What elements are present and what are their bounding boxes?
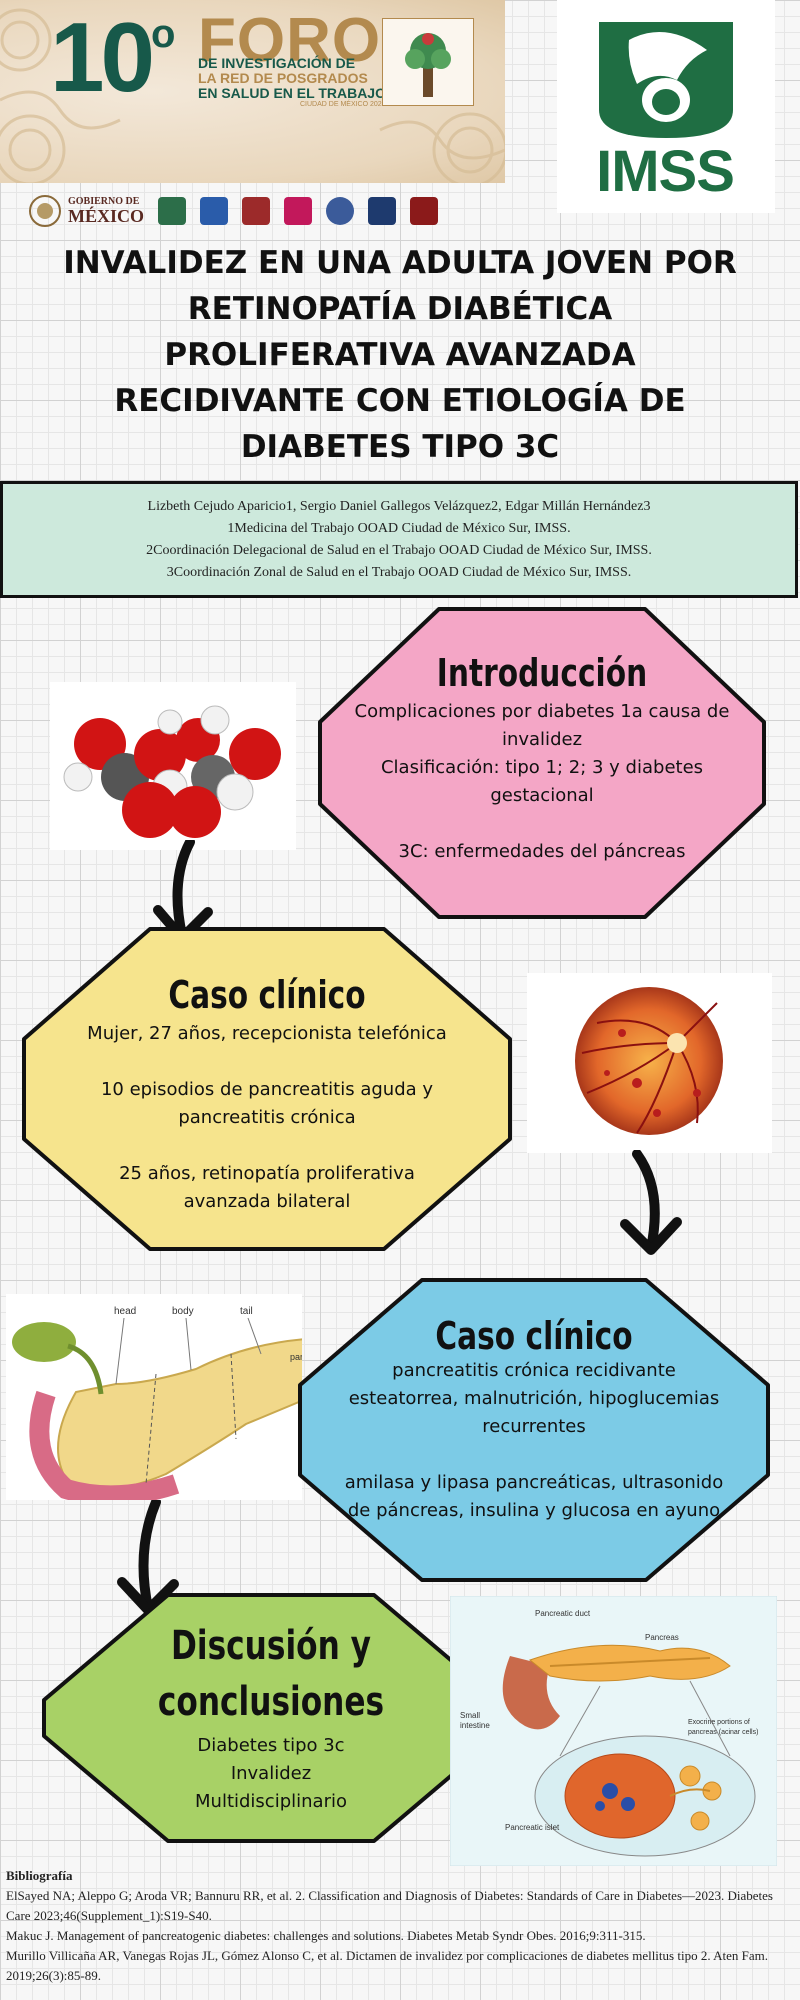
partner-logo-6: [410, 197, 438, 225]
banner-pattern: [0, 8, 505, 183]
case2-spacer: [294, 1441, 774, 1469]
discussion-title-line-2: conclusiones: [157, 1679, 385, 1725]
bibliography-title: Bibliografía: [6, 1868, 73, 1883]
partner-logo-4: [326, 197, 354, 225]
title-line-2: RETINOPATÍA DIABÉTICA: [187, 291, 613, 327]
discussion-panel: Discusión y conclusiones Diabetes tipo 3…: [38, 1590, 504, 1846]
forum-subtitle-3: EN SALUD EN EL TRABAJO: [198, 85, 386, 101]
forum-city: CIUDAD DE MÉXICO 2023: [300, 101, 386, 108]
sponsor-logo-strip: GOBIERNO DE MÉXICO: [28, 190, 503, 232]
forum-number: 10o: [50, 2, 176, 112]
glucose-molecule-image: [50, 682, 296, 850]
affiliation-3: 3Coordinación Zonal de Salud en el Traba…: [166, 565, 632, 580]
discussion-line-1: Diabetes tipo 3c: [197, 1735, 345, 1756]
pancreas-histology-diagram: Pancreatic duct Pancreas Exocrine portio…: [450, 1596, 777, 1866]
discussion-line-3: Multidisciplinario: [195, 1791, 347, 1812]
case1-line-4: pancreatitis crónica: [178, 1107, 356, 1128]
case2-line-3: recurrentes: [482, 1416, 586, 1437]
case1-line-7: avanzada bilateral: [183, 1191, 351, 1212]
title-line-1: INVALIDEZ EN UNA ADULTA JOVEN POR: [63, 245, 737, 281]
bibliography-entry-1: ElSayed NA; Aleppo G; Aroda VR; Bannuru …: [6, 1888, 773, 1923]
partner-logo-3: [284, 197, 312, 225]
authors-box: Lizbeth Cejudo Aparicio1, Sergio Daniel …: [0, 481, 798, 598]
case1-line-1: Mujer, 27 años, recepcionista telefónica: [87, 1023, 447, 1044]
diagram-label-small-2: intestine: [460, 1721, 490, 1730]
case1-line-3: 10 episodios de pancreatitis aguda y: [100, 1079, 434, 1100]
clinical-case-title-1: Caso clínico: [168, 973, 366, 1017]
forum-seal-logo: [382, 18, 474, 106]
bibliography-entry-2: Makuc J. Management of pancreatogenic di…: [6, 1928, 646, 1943]
affiliation-2: 2Coordinación Delegacional de Salud en e…: [146, 543, 652, 558]
intro-spacer: [314, 810, 770, 838]
imss-logo: [557, 0, 775, 213]
discussion-hexagon: [42, 1593, 500, 1843]
case2-line-1: pancreatitis crónica recidivante: [392, 1360, 676, 1381]
introduction-title: Introducción: [436, 651, 648, 695]
imss-eagle-icon: [599, 22, 733, 138]
tree-icon: [405, 33, 451, 97]
forum-word: FORO: [198, 6, 382, 75]
pancreas-label-par: par: [290, 1352, 302, 1362]
case1-line-6: 25 años, retinopatía proliferativa: [119, 1163, 415, 1184]
imss-small-logo: [158, 197, 186, 225]
diagram-label-exocrine-2: pancreas (acinar cells): [688, 1729, 758, 1736]
clinical-case-hexagon-2: [298, 1278, 770, 1582]
intro-line-1: Complicaciones por diabetes 1a causa de: [354, 701, 730, 722]
introduction-panel: Introducción Complicaciones por diabetes…: [314, 604, 770, 922]
intro-line-6: 3C: enfermedades del páncreas: [398, 841, 686, 862]
clinical-case-panel-1: Caso clínico Mujer, 27 años, recepcionis…: [18, 924, 516, 1254]
partner-logo-5: [368, 197, 396, 225]
pancreas-label-body: body: [172, 1306, 194, 1317]
title-line-3: PROLIFERATIVA AVANZADA: [164, 337, 636, 373]
bibliography-entry-3: Murillo Villicaña AR, Vanegas Rojas JL, …: [6, 1948, 768, 1983]
author-names: Lizbeth Cejudo Aparicio1, Sergio Daniel …: [147, 499, 651, 514]
poster-title: INVALIDEZ EN UNA ADULTA JOVEN POR RETINO…: [40, 240, 760, 470]
clinical-case-panel-2: Caso clínico pancreatitis crónica recidi…: [294, 1275, 774, 1585]
clinical-case-hexagon-1: [22, 927, 512, 1251]
flow-arrow-down-2: [620, 1150, 682, 1255]
case2-line-5: amilasa y lipasa pancreáticas, ultrasoni…: [344, 1472, 724, 1493]
intro-line-4: gestacional: [490, 785, 594, 806]
diagram-label-pancreas: Pancreas: [645, 1633, 679, 1642]
clinical-case-title-2: Caso clínico: [435, 1314, 633, 1358]
intro-line-2: invalidez: [501, 729, 583, 750]
diagram-label-small-1: Small: [460, 1711, 480, 1720]
forum-banner: 10o FORO DE INVESTIGACIÓN DE LA RED DE P…: [0, 0, 505, 183]
discussion-line-2: Invalidez: [230, 1763, 312, 1784]
diagram-label-islet: Pancreatic islet: [505, 1823, 560, 1832]
gobierno-mexico-logo: GOBIERNO DE MÉXICO: [28, 194, 144, 228]
government-seal-icon: [29, 195, 61, 227]
case1-spacer-1: [18, 1048, 516, 1076]
pancreas-label-head: head: [114, 1306, 136, 1317]
introduction-hexagon: [318, 607, 766, 919]
forum-subtitle-1: DE INVESTIGACIÓN DE: [198, 55, 356, 71]
pancreas-label-tail: tail: [240, 1306, 253, 1317]
case2-line-2: esteatorrea, malnutrición, hipoglucemias: [348, 1388, 720, 1409]
partner-logo-2: [242, 197, 270, 225]
case1-spacer-2: [18, 1132, 516, 1160]
retina-fundus-image: [527, 973, 772, 1153]
pancreas-anatomy-image: head body tail par: [6, 1294, 302, 1500]
imss-wordmark: IMSS: [596, 139, 735, 204]
title-line-4: RECIDIVANTE CON ETIOLOGÍA DE: [114, 383, 686, 419]
affiliation-1: 1Medicina del Trabajo OOAD Ciudad de Méx…: [227, 521, 571, 536]
title-line-5: DIABETES TIPO 3C: [240, 429, 560, 465]
discussion-title-line-1: Discusión y: [171, 1623, 371, 1669]
intro-line-3: Clasificación: tipo 1; 2; 3 y diabetes: [380, 757, 704, 778]
diagram-label-duct: Pancreatic duct: [535, 1609, 591, 1618]
bibliography: Bibliografía ElSayed NA; Aleppo G; Aroda…: [6, 1866, 796, 1986]
diagram-label-exocrine-1: Exocrine portions of: [688, 1719, 750, 1726]
case2-line-6: de páncreas, insulina y glucosa en ayuno: [347, 1500, 721, 1521]
partner-logo-1: [200, 197, 228, 225]
forum-subtitle-2: LA RED DE POSGRADOS: [198, 70, 368, 86]
